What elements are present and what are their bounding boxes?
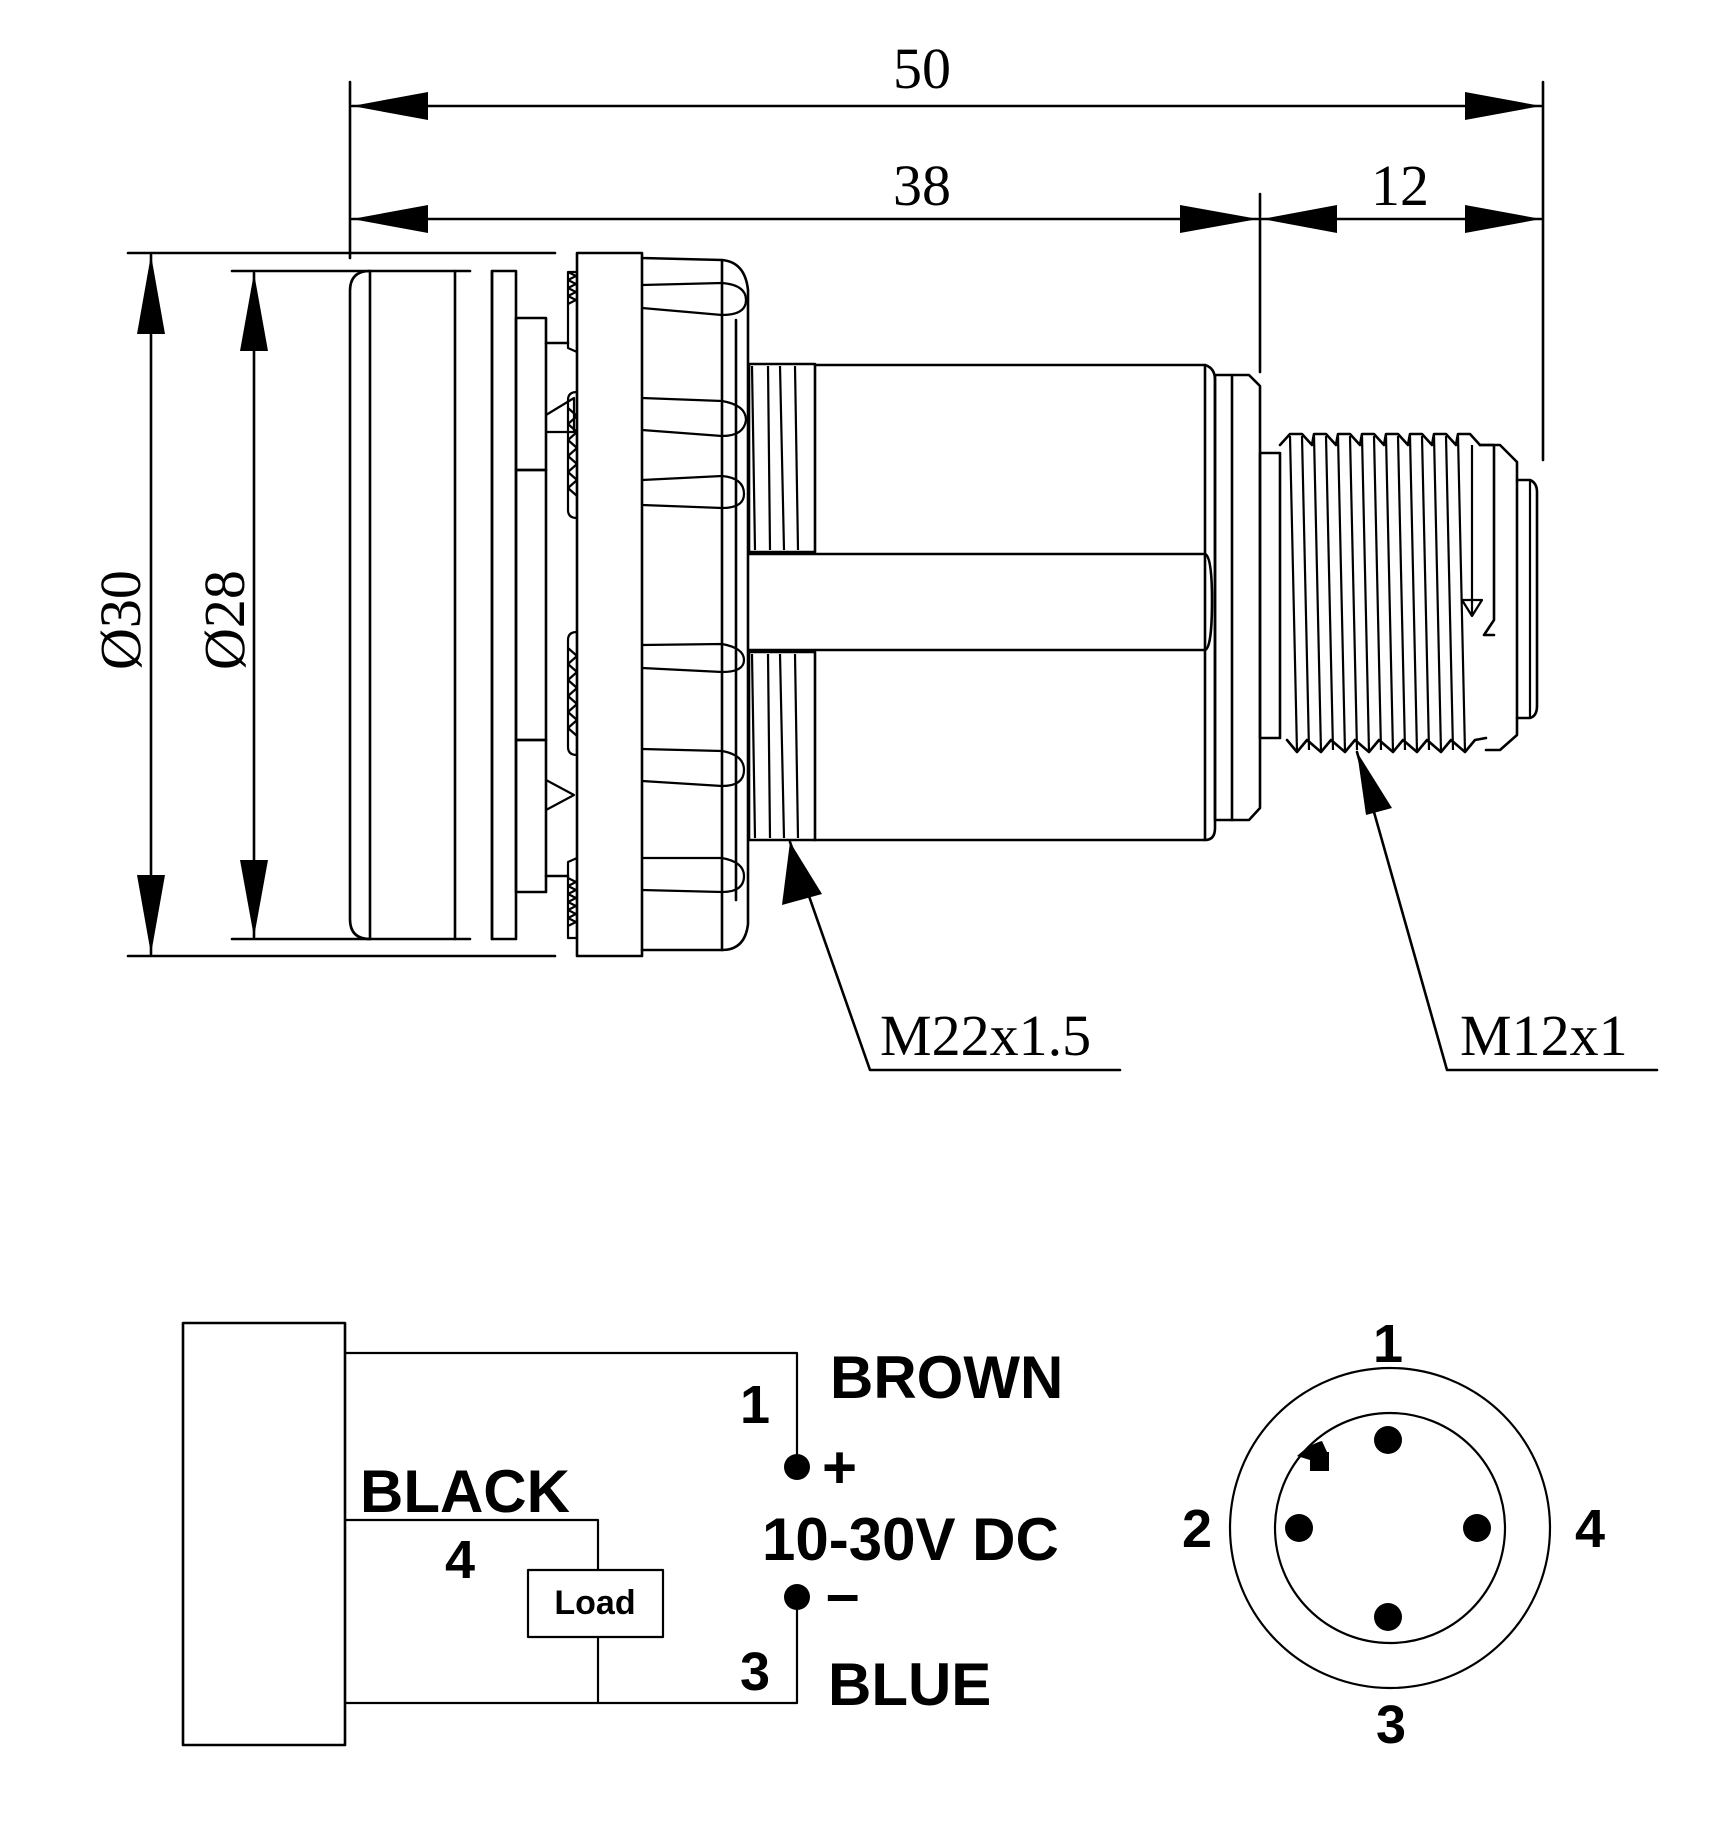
knurled-ring [566,270,579,940]
wrench-flat [747,552,1214,652]
dimension-inner-diameter: Ø28 [192,269,472,941]
arrowhead [1262,205,1337,233]
lock-nut [575,251,750,958]
connector-inner-ring [1273,1411,1507,1645]
pin1-color-label: BROWN [830,1344,1063,1411]
coding-key-icon [1297,1441,1329,1471]
pin-label-2: 2 [1182,1499,1212,1559]
connector-pinout: 1 2 3 4 [1182,1314,1605,1755]
pin-3 [1374,1603,1402,1631]
dimension-label-d28: Ø28 [192,570,257,670]
load-box [526,1568,665,1639]
knurl-segment [566,630,579,757]
pin4-number: 4 [445,1530,475,1590]
wiring-diagram: Load 1 BROWN + 10-30V DC – 3 BLUE BLACK … [181,1321,1063,1747]
dimension-label-d30: Ø30 [88,570,153,670]
dimension-body-length: 38 [350,153,1260,233]
supply-voltage-label: 10-30V DC [762,1506,1059,1573]
dimension-label-50: 50 [893,36,951,101]
arrowhead [137,875,165,954]
callout-m22: M22x1.5 [782,840,1122,1072]
dimension-label-38: 38 [893,153,951,218]
sensor-block [181,1321,347,1747]
arrowhead [352,92,428,120]
dimension-lines: 50 38 12 Ø30 [88,36,1545,958]
dimension-label-12: 12 [1371,153,1429,218]
arrowhead [137,255,165,334]
m12-thread [1278,432,1488,754]
callout-m12: M12x1 [1355,750,1659,1072]
arrowhead [1180,205,1258,233]
wire-blue [345,1600,799,1705]
pin4-color-label: BLACK [360,1458,570,1525]
pin1-number: 1 [740,1375,770,1435]
pin-2 [1285,1514,1313,1542]
arrowhead [1465,205,1541,233]
terminal-positive [784,1454,810,1480]
dimension-connector-length: 12 [1260,153,1543,233]
pin-label-3: 3 [1376,1695,1406,1755]
arrowhead [352,205,428,233]
arrowhead [1465,92,1541,120]
load-label: Load [554,1584,635,1622]
sensor-body [348,269,576,941]
m12-connector [1258,432,1539,754]
negative-symbol: – [826,1560,859,1627]
m22-thread [747,362,817,842]
knurl-segment [566,270,579,354]
terminal-negative [784,1584,810,1610]
callout-label-m22: M22x1.5 [880,1003,1091,1068]
sensing-face [348,269,372,941]
pin-4 [1463,1514,1491,1542]
connector-outer-ring [1228,1366,1552,1690]
pin-label-1: 1 [1373,1314,1403,1374]
pin3-number: 3 [740,1642,770,1702]
pin-1 [1374,1426,1402,1454]
wire-black [345,1518,600,1570]
wire-brown [345,1351,799,1464]
pin3-color-label: BLUE [828,1651,991,1718]
arrowhead [1357,752,1392,815]
pin-label-4: 4 [1575,1499,1605,1559]
arrowhead [782,842,822,905]
dimension-overall-length: 50 [350,36,1543,120]
positive-symbol: + [822,1434,857,1501]
knurl-segment [566,856,579,940]
knurl-segment [566,390,579,520]
housing-tube [747,363,1262,842]
callout-label-m12: M12x1 [1460,1003,1628,1068]
dimension-outer-diameter: Ø30 [88,251,557,958]
arrowhead [240,273,268,351]
arrowhead [240,860,268,937]
